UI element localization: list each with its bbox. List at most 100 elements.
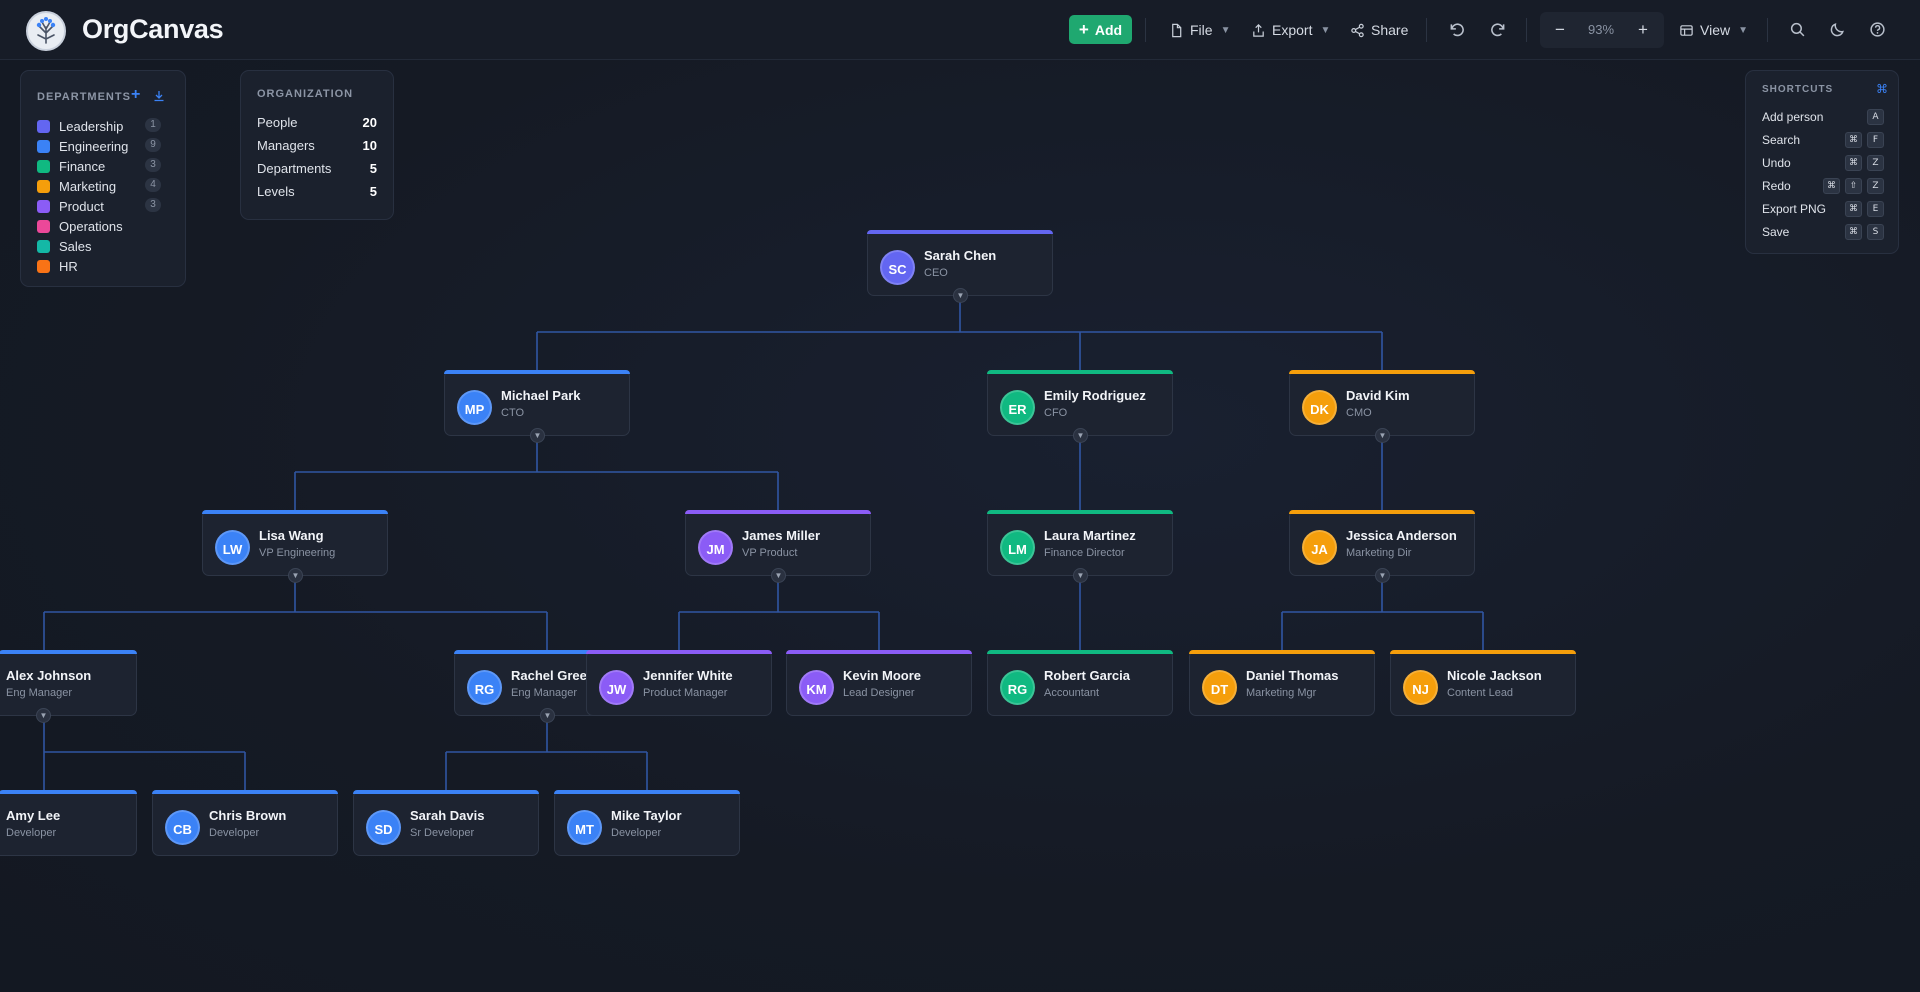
shortcut-label: Export PNG <box>1762 202 1827 216</box>
chevron-down-icon: ▼ <box>1320 24 1331 36</box>
view-menu-label: View <box>1700 22 1731 38</box>
collapse-toggle-icon[interactable]: ▼ <box>36 708 51 723</box>
add-button[interactable]: + Add <box>1069 15 1132 44</box>
collapse-toggle-icon[interactable]: ▼ <box>771 568 786 583</box>
command-icon[interactable]: ⌘ <box>1876 82 1888 96</box>
collapse-toggle-icon[interactable]: ▼ <box>288 568 303 583</box>
department-color-bar <box>353 790 539 794</box>
person-role: Product Manager <box>643 687 728 699</box>
person-name: Michael Park <box>501 388 581 403</box>
toolbar-divider <box>1526 18 1527 42</box>
shortcut-key: ⌘ <box>1845 224 1862 240</box>
shortcut-label: Undo <box>1762 156 1791 170</box>
department-label: Leadership <box>59 118 124 134</box>
person-role: VP Engineering <box>259 547 336 559</box>
department-label: Sales <box>59 238 92 254</box>
person-role: CMO <box>1346 407 1372 419</box>
collapse-toggle-icon[interactable]: ▼ <box>1073 428 1088 443</box>
department-color-swatch <box>37 139 50 153</box>
collapse-toggle-icon[interactable]: ▼ <box>540 708 555 723</box>
avatar: RG <box>467 670 502 705</box>
file-menu-button[interactable]: File ▼ <box>1169 15 1230 45</box>
zoom-control: − 93% + <box>1540 12 1664 48</box>
person-name: Jessica Anderson <box>1346 528 1457 543</box>
shortcut-key: Z <box>1867 178 1884 194</box>
share-button[interactable]: Share <box>1350 15 1408 45</box>
download-icon[interactable] <box>153 90 165 102</box>
collapse-toggle-icon[interactable]: ▼ <box>953 288 968 303</box>
collapse-toggle-icon[interactable]: ▼ <box>1375 428 1390 443</box>
undo-button[interactable] <box>1448 21 1466 39</box>
zoom-out-button[interactable]: − <box>1555 20 1565 39</box>
search-button[interactable] <box>1789 21 1807 39</box>
department-color-bar <box>586 650 772 654</box>
department-item[interactable]: Sales <box>37 238 167 254</box>
department-color-swatch <box>37 179 50 193</box>
department-color-bar <box>202 510 388 514</box>
person-name: Daniel Thomas <box>1246 668 1339 683</box>
department-color-bar <box>1189 650 1375 654</box>
department-color-bar <box>786 650 972 654</box>
zoom-in-button[interactable]: + <box>1638 20 1648 39</box>
shortcut-key: ⌘ <box>1823 178 1840 194</box>
department-color-bar <box>867 230 1053 234</box>
view-menu-button[interactable]: View ▼ <box>1679 15 1748 45</box>
zoom-level: 93% <box>1588 22 1615 37</box>
department-count-badge: 3 <box>145 198 161 212</box>
person-name: Rachel Green <box>511 668 595 683</box>
collapse-toggle-icon[interactable]: ▼ <box>1375 568 1390 583</box>
collapse-toggle-icon[interactable]: ▼ <box>530 428 545 443</box>
person-role: Marketing Dir <box>1346 547 1412 559</box>
department-item[interactable]: HR <box>37 258 167 274</box>
toolbar-divider <box>1145 18 1146 42</box>
theme-toggle-button[interactable] <box>1829 21 1847 39</box>
person-role: Finance Director <box>1044 547 1125 559</box>
help-icon <box>1870 22 1885 37</box>
department-label: Operations <box>59 218 123 234</box>
help-button[interactable] <box>1869 21 1887 39</box>
stat-label: Levels <box>257 184 295 199</box>
redo-button[interactable] <box>1489 21 1507 39</box>
department-item[interactable]: Operations <box>37 218 167 234</box>
stat-label: Managers <box>257 138 315 153</box>
shortcut-label: Add person <box>1762 110 1824 124</box>
department-color-bar <box>0 790 137 794</box>
department-color-bar <box>685 510 871 514</box>
person-role: CEO <box>924 267 948 279</box>
file-icon <box>1172 23 1182 37</box>
department-color-swatch <box>37 159 50 173</box>
avatar: MP <box>457 390 492 425</box>
department-color-bar <box>987 510 1173 514</box>
avatar: CB <box>165 810 200 845</box>
export-menu-button[interactable]: Export ▼ <box>1251 15 1330 45</box>
department-color-bar <box>1289 510 1475 514</box>
add-department-icon[interactable]: + <box>131 86 141 103</box>
department-color-bar <box>1390 650 1576 654</box>
collapse-toggle-icon[interactable]: ▼ <box>1073 568 1088 583</box>
shortcut-key: F <box>1867 132 1884 148</box>
